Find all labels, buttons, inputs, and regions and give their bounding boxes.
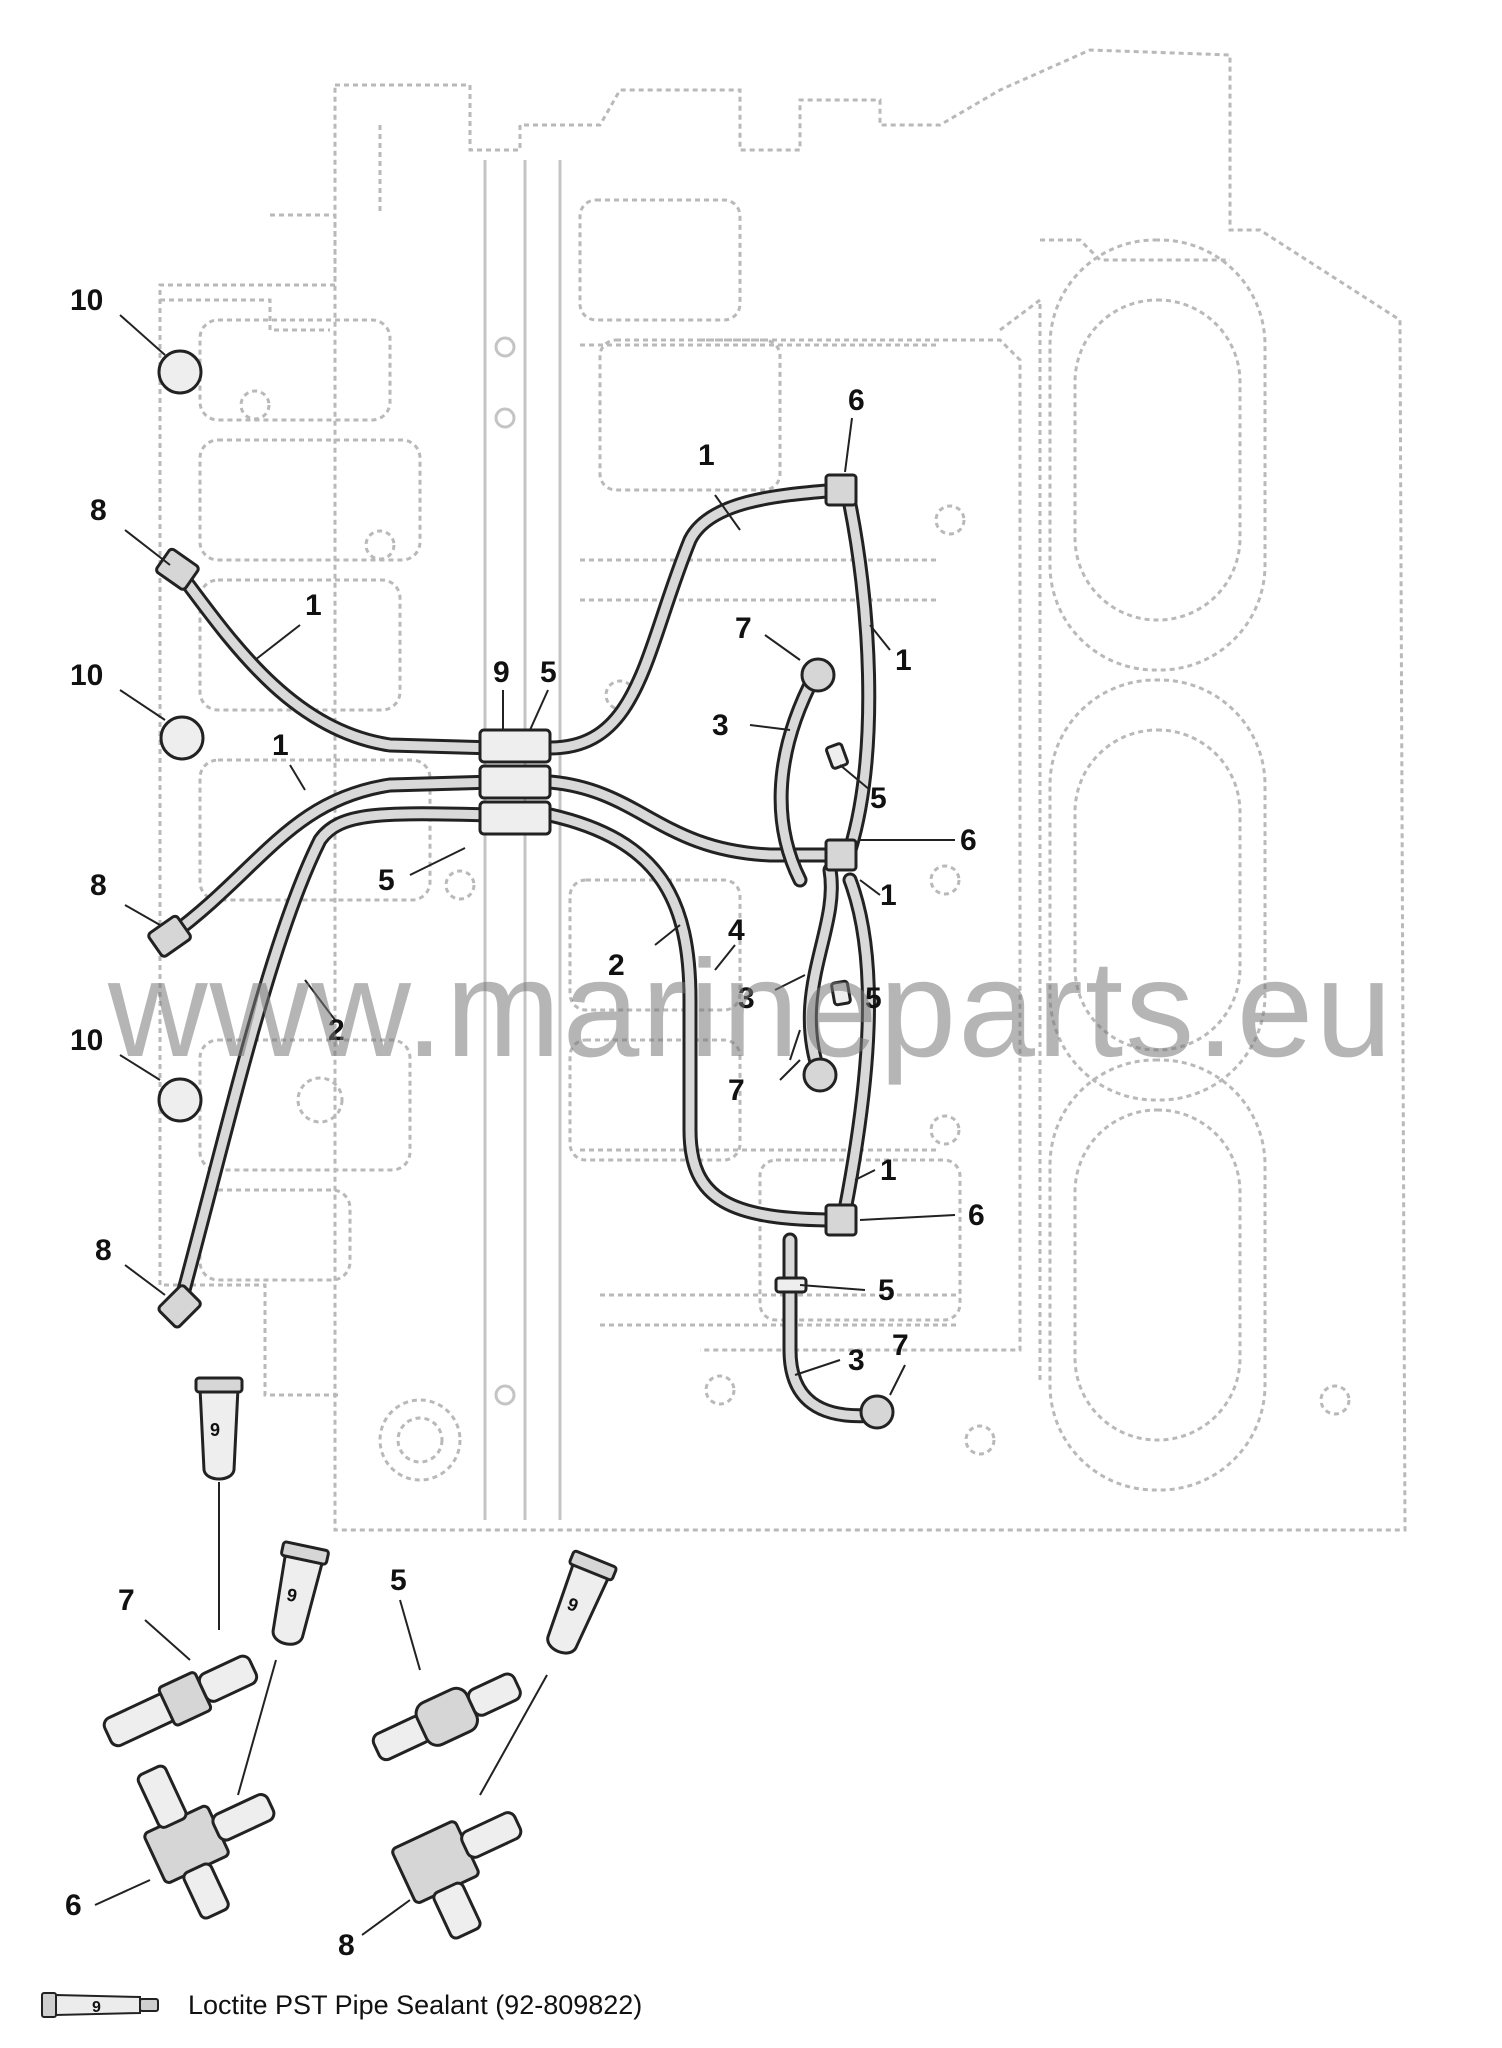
callout-5-bottom: 5 (878, 1274, 895, 1307)
callout-3-bottom: 3 (848, 1344, 865, 1377)
callout-10-top: 10 (70, 284, 103, 317)
sealant-tube-1: 9 (194, 1376, 244, 1630)
watermark: www.marineparts.eu (107, 932, 1395, 1086)
callout-4: 4 (728, 914, 745, 947)
callout-10-middle: 10 (70, 659, 103, 692)
elbow-fitting-part-6-right (391, 1811, 523, 1940)
callout-7-bottom: 7 (892, 1329, 909, 1362)
callout-1-right-lower: 1 (880, 1154, 897, 1187)
detail-parts: 9 9 9 7 5 (65, 1376, 618, 1962)
fuel-hoses (162, 482, 883, 1424)
callout-7-detail: 7 (118, 1584, 135, 1617)
callout-9-manifold: 9 (493, 656, 510, 689)
callout-7-middle: 7 (728, 1074, 745, 1107)
callout-6-bottom: 6 (968, 1199, 985, 1232)
callout-6-detail-left: 6 (65, 1889, 82, 1922)
cylinder-bore-3 (1048, 1058, 1267, 1492)
hose-fittings (147, 349, 895, 1430)
callout-5-upper-right: 5 (870, 782, 887, 815)
svg-text:9: 9 (285, 1584, 299, 1606)
callout-1-right-upper: 1 (895, 644, 912, 677)
engine-block-outline (158, 48, 1407, 1532)
callout-1-right-middle: 1 (880, 879, 897, 912)
callout-2-left: 2 (328, 1014, 345, 1047)
legend-text: Loctite PST Pipe Sealant (92-809822) (188, 1989, 643, 2020)
legend: 9 Loctite PST Pipe Sealant (92-809822) (40, 1985, 642, 2025)
callout-6-top: 6 (848, 384, 865, 417)
callout-6-middle: 6 (960, 824, 977, 857)
callout-7-upper: 7 (735, 612, 752, 645)
sealant-tube-3: 9 (546, 1549, 618, 1655)
sealant-tube-2: 9 (271, 1540, 330, 1646)
callout-5-detail: 5 (390, 1564, 407, 1597)
callout-8-top: 8 (90, 494, 107, 527)
callout-3-upper: 3 (712, 709, 729, 742)
callout-5-manifold-bottom: 5 (378, 864, 395, 897)
callout-3-middle: 3 (738, 982, 755, 1015)
check-valve-part-5 (371, 1672, 522, 1762)
sealant-tube-icon: 9 (41, 1992, 159, 2018)
callout-1-upper-arc: 1 (698, 439, 715, 472)
connector-part-7 (102, 1654, 259, 1748)
callout-1-left-upper: 1 (305, 589, 322, 622)
callout-10-bottom: 10 (70, 1024, 103, 1057)
legend-badge: 9 (92, 1999, 101, 2016)
callout-5-middle-right: 5 (865, 982, 882, 1015)
callout-8-middle: 8 (90, 869, 107, 902)
leader-lines (119, 314, 956, 1396)
callout-2-right: 2 (608, 949, 625, 982)
callout-8-bottom: 8 (95, 1234, 112, 1267)
svg-text:9: 9 (210, 1420, 220, 1440)
cylinder-bore-2 (1048, 678, 1267, 1102)
cylinder-bore-1 (1048, 238, 1267, 672)
callout-1-left-lower: 1 (272, 729, 289, 762)
callout-labels: 10 8 1 10 1 8 2 10 8 9 5 5 1 6 7 1 3 5 6… (70, 284, 985, 1377)
callout-5-manifold-top: 5 (540, 656, 557, 689)
callout-8-detail: 8 (338, 1929, 355, 1962)
tee-fitting-part-6-left (136, 1764, 276, 1920)
